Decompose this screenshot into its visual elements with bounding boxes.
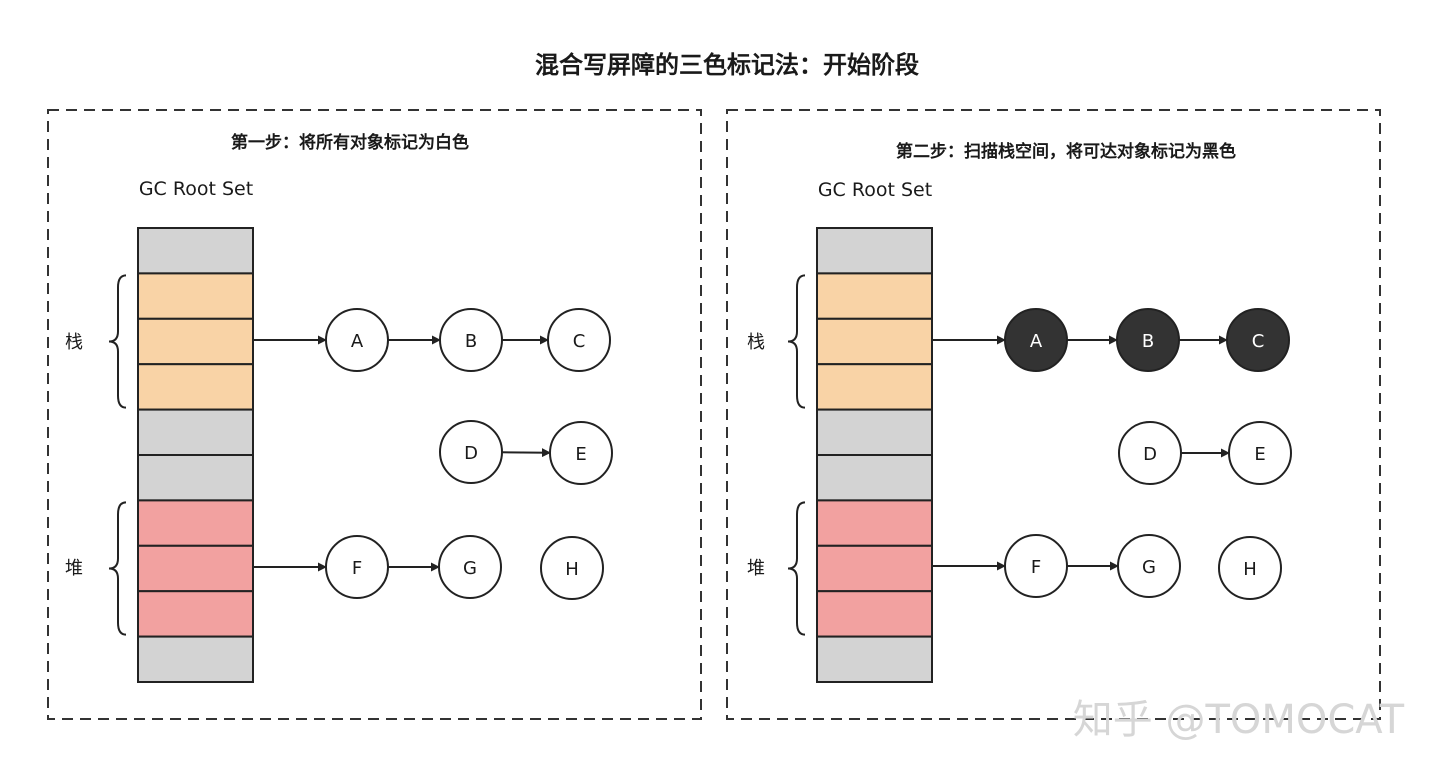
object-node-label: E (575, 444, 586, 465)
object-node-label: H (565, 559, 579, 580)
heap-brace (108, 501, 127, 636)
memory-cell-empty (816, 227, 933, 275)
memory-cell-heap (816, 590, 933, 638)
memory-cell-heap (816, 499, 933, 547)
memory-cell-empty (816, 454, 933, 502)
memory-cell-stack (816, 317, 933, 366)
object-node-D (1118, 421, 1182, 485)
object-node-label: D (1143, 444, 1157, 465)
object-node-label: A (1030, 331, 1043, 352)
memory-cell-stack (137, 363, 254, 411)
memory-cell-empty (137, 227, 254, 275)
object-node-label: C (1252, 331, 1265, 352)
object-node-H (1218, 536, 1282, 600)
object-node-label: B (465, 331, 477, 352)
memory-cell-heap (137, 499, 254, 547)
memory-cell-empty (816, 635, 933, 683)
object-node-F (1004, 534, 1068, 598)
object-node-label: F (1031, 557, 1041, 578)
panel-1: 第一步：将所有对象标记为白色 GC Root Set 栈堆 A B C D E F G H (47, 109, 702, 720)
object-node-H (540, 536, 604, 600)
object-node-label: E (1254, 444, 1265, 465)
watermark: 知乎 @TOMOCAT (1073, 697, 1405, 743)
heap-brace (787, 501, 806, 636)
stack-label: 栈 (65, 332, 83, 353)
root-set-label: GC Root Set (139, 178, 253, 200)
object-node-C (1226, 308, 1290, 372)
memory-cell-heap (816, 544, 933, 593)
panel-2: 第二步：扫描栈空间，将可达对象标记为黑色 GC Root Set 栈堆 A B C D E F G… (726, 109, 1381, 720)
stack-brace (787, 274, 806, 409)
memory-cell-heap (137, 590, 254, 638)
object-node-label: G (463, 558, 477, 579)
object-node-label: G (1142, 557, 1156, 578)
memory-cell-empty (137, 635, 254, 683)
step-label: 第二步：扫描栈空间，将可达对象标记为黑色 (896, 141, 1236, 162)
diagram-title: 混合写屏障的三色标记法：开始阶段 (535, 51, 919, 79)
memory-cell-stack (137, 272, 254, 320)
memory-cell-empty (137, 454, 254, 502)
object-node-E (549, 421, 613, 485)
object-node-B (439, 308, 503, 372)
step-label: 第一步：将所有对象标记为白色 (231, 132, 469, 153)
object-node-D (439, 420, 503, 484)
object-node-E (1228, 421, 1292, 485)
object-node-label: H (1243, 559, 1257, 580)
panel-border (47, 109, 702, 720)
object-node-label: B (1142, 331, 1154, 352)
memory-cell-empty (816, 408, 933, 457)
object-node-label: A (351, 331, 364, 352)
heap-label: 堆 (747, 558, 765, 579)
memory-cell-stack (137, 317, 254, 366)
panel-border (726, 109, 1381, 720)
memory-cell-stack (816, 363, 933, 411)
memory-cell-heap (137, 544, 254, 593)
heap-label: 堆 (65, 558, 83, 579)
object-node-label: F (352, 558, 362, 579)
object-node-F (325, 535, 389, 599)
stack-brace (108, 274, 127, 409)
object-node-B (1116, 308, 1180, 372)
object-node-A (325, 308, 389, 372)
object-node-label: D (464, 443, 478, 464)
stack-label: 栈 (747, 332, 765, 353)
object-node-C (547, 308, 611, 372)
object-node-A (1004, 308, 1068, 372)
object-node-G (438, 535, 502, 599)
memory-cell-stack (816, 272, 933, 320)
object-node-label: C (573, 331, 586, 352)
memory-cell-empty (137, 408, 254, 457)
object-node-G (1117, 534, 1181, 598)
root-set-label: GC Root Set (818, 179, 932, 201)
